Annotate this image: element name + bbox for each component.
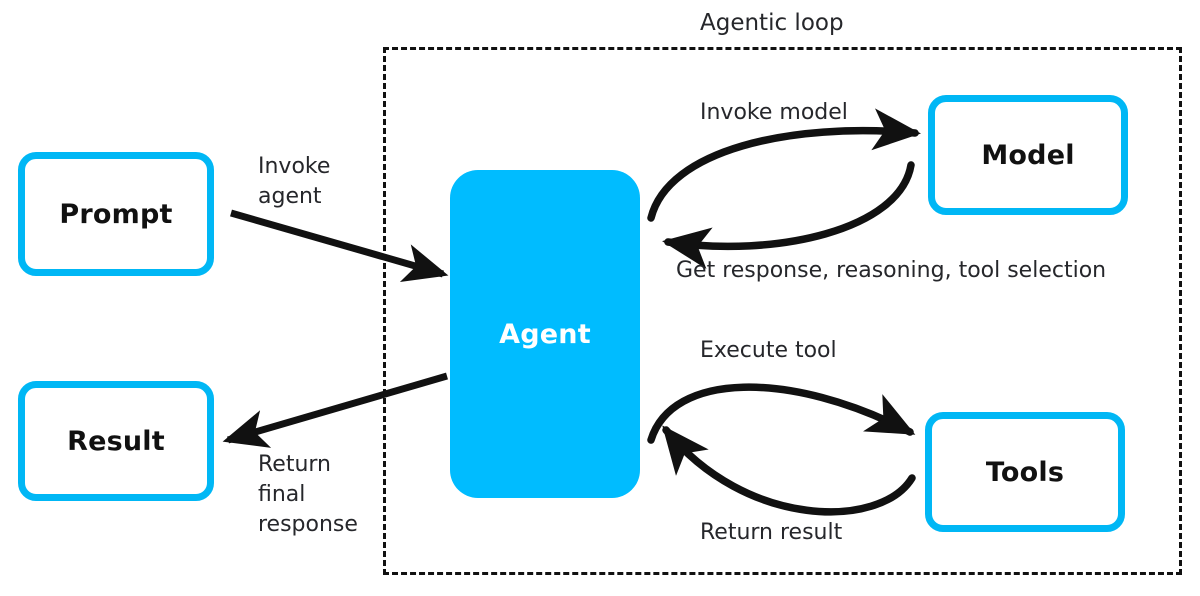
arrow-agent-to-result <box>222 372 448 448</box>
edge-label-return-result: Return result <box>700 520 843 545</box>
node-tools-label: Tools <box>985 456 1065 488</box>
arrow-agent-to-tools <box>647 383 916 444</box>
arrow-prompt-to-agent <box>230 209 449 282</box>
edge-label-return-final-line2: final <box>258 482 306 507</box>
agentic-loop-region <box>383 47 1182 575</box>
agentic-loop-title: Agentic loop <box>700 10 844 36</box>
node-agent-label: Agent <box>499 318 591 350</box>
node-model-label: Model <box>981 139 1075 171</box>
edge-label-return-final-line3: response <box>258 512 358 537</box>
edge-label-return-final-line1: Return <box>258 452 332 477</box>
arrow-model-to-agent <box>662 161 915 269</box>
edge-label-get-response: Get response, reasoning, tool selection <box>676 258 1107 283</box>
node-prompt[interactable]: Prompt <box>18 152 214 276</box>
node-result-label: Result <box>67 425 165 457</box>
edge-label-execute-tool: Execute tool <box>700 338 837 363</box>
node-agent[interactable]: Agent <box>450 170 640 498</box>
arrow-agent-to-model <box>647 108 921 222</box>
node-model[interactable]: Model <box>928 95 1128 215</box>
node-tools[interactable]: Tools <box>925 412 1125 532</box>
edge-label-invoke-model: Invoke model <box>700 100 848 125</box>
node-result[interactable]: Result <box>18 381 214 501</box>
edge-label-invoke-agent-line2: agent <box>258 184 322 209</box>
edge-label-invoke-agent-line1: Invoke <box>258 154 331 179</box>
arrow-tools-to-agent <box>662 425 916 516</box>
node-prompt-label: Prompt <box>59 198 173 230</box>
